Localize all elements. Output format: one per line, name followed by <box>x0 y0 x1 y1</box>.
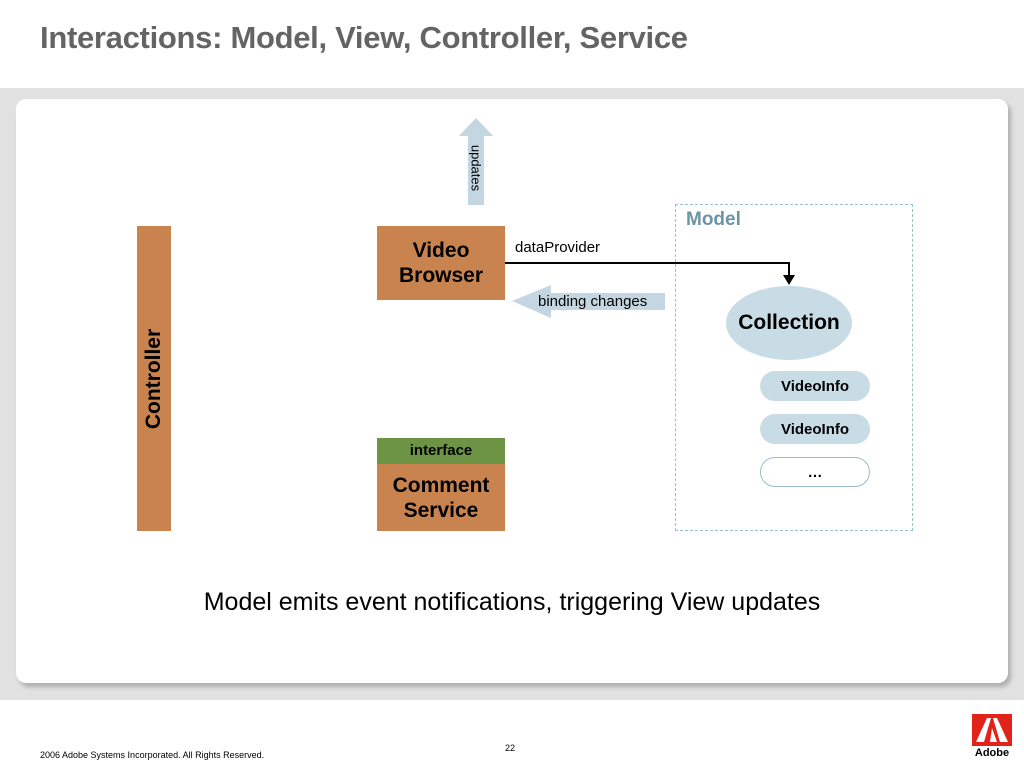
interface-bar: interface <box>377 438 505 464</box>
adobe-logo-icon <box>972 714 1012 746</box>
data-provider-arrowhead <box>783 275 795 285</box>
more-items-pill: … <box>760 457 870 487</box>
comment-service-box: Comment Service <box>377 464 505 531</box>
model-container: Model <box>675 204 913 531</box>
video-browser-box: Video Browser <box>377 226 505 300</box>
data-provider-label: dataProvider <box>515 239 601 256</box>
binding-changes-label: binding changes <box>538 293 648 310</box>
model-label: Model <box>686 209 741 230</box>
videoinfo-item: VideoInfo <box>760 371 870 401</box>
controller-box: Controller <box>137 226 171 531</box>
data-provider-line <box>505 262 790 277</box>
slide-title: Interactions: Model, View, Controller, S… <box>40 20 688 55</box>
binding-changes-arrow <box>512 285 665 318</box>
videoinfo-label: VideoInfo <box>780 420 850 438</box>
comment-service-label: Comment Service <box>392 473 490 522</box>
videoinfo-item: VideoInfo <box>760 414 870 444</box>
videoinfo-label: VideoInfo <box>780 377 850 395</box>
page-number: 22 <box>505 743 516 753</box>
slide-caption: Model emits event notifications, trigger… <box>203 588 821 616</box>
collection-label: Collection <box>738 311 840 334</box>
updates-arrow <box>459 118 493 205</box>
ellipsis-label: … <box>807 463 823 481</box>
collection-ellipse: Collection <box>726 286 852 360</box>
controller-label: Controller <box>142 328 165 429</box>
video-browser-label: Video Browser <box>398 239 484 287</box>
updates-label: updates <box>468 144 484 192</box>
adobe-wordmark: Adobe <box>974 747 1010 759</box>
copyright-notice: 2006 Adobe Systems Incorporated. All Rig… <box>40 750 265 760</box>
